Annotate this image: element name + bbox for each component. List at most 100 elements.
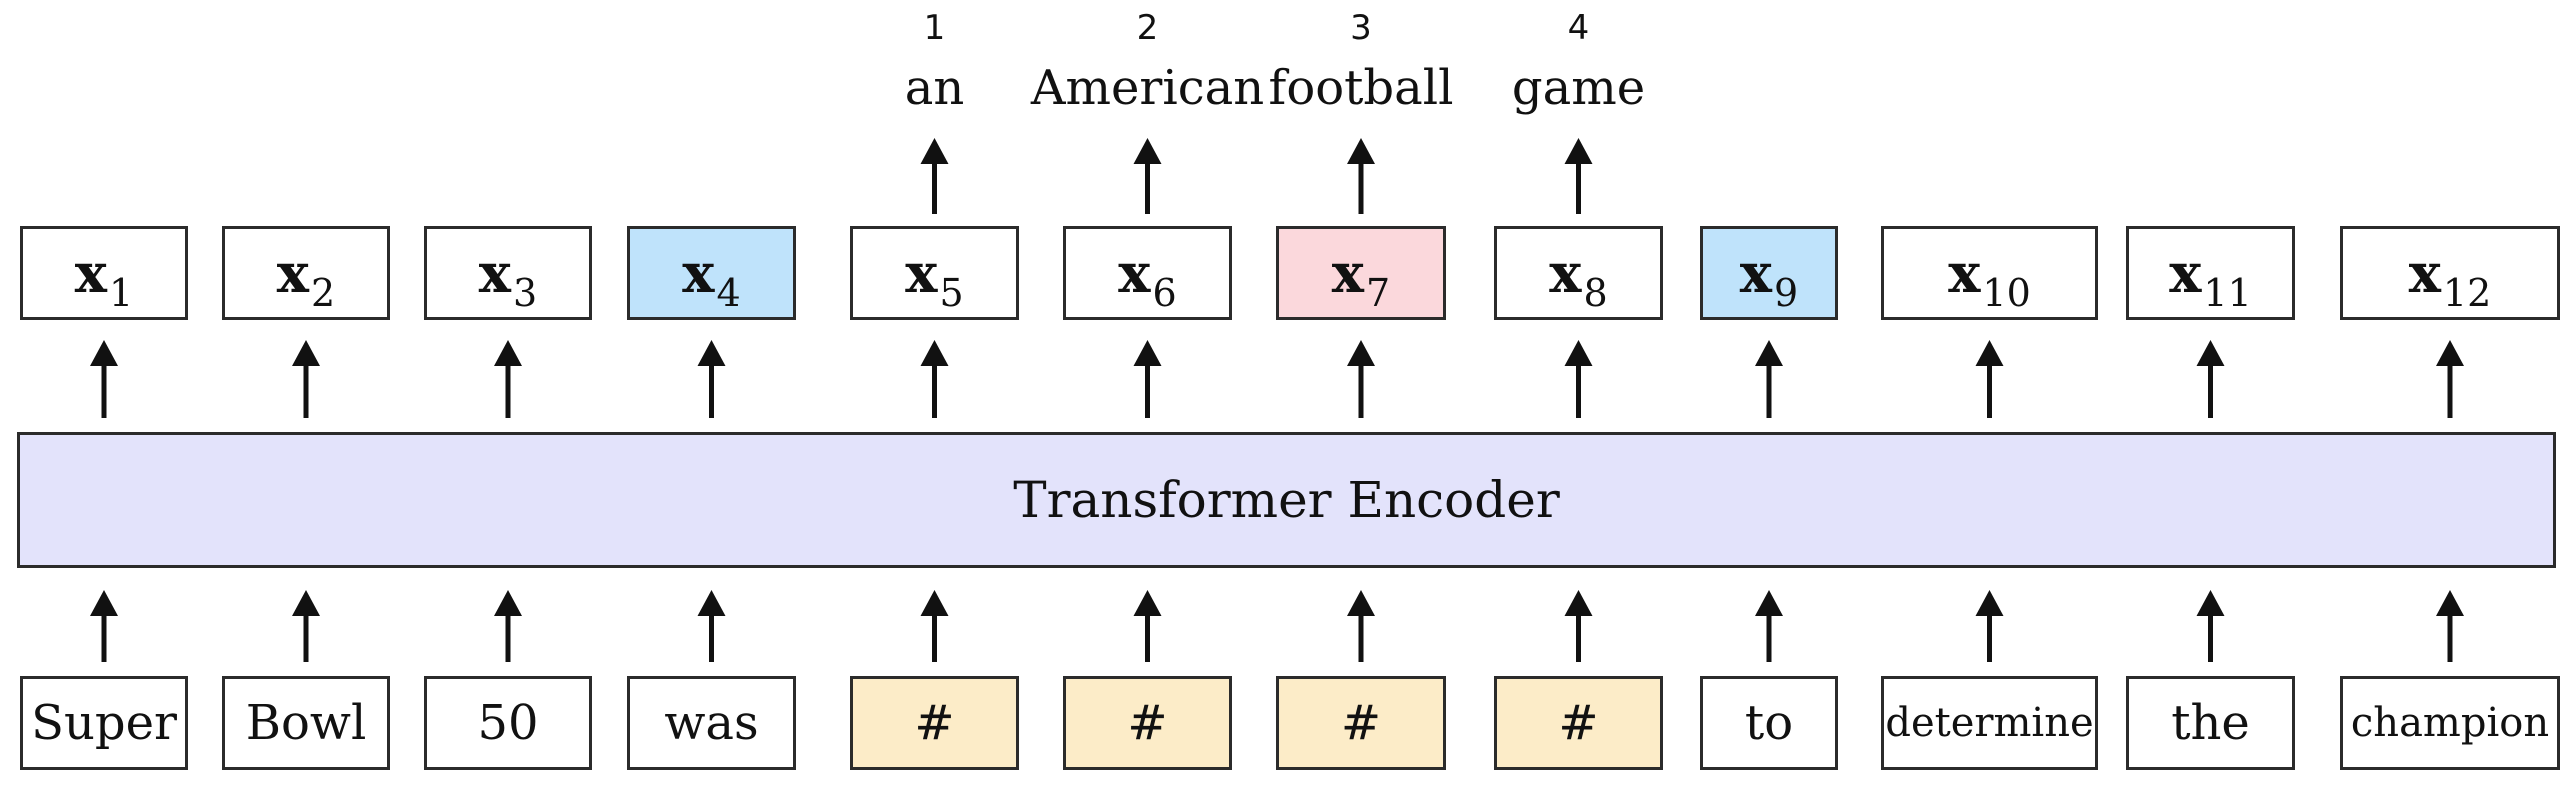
vector-box-x9: x9 (1700, 226, 1838, 320)
token-text: Super (31, 695, 177, 751)
token-box: # (1494, 676, 1663, 770)
vector-symbol: x (1948, 241, 1981, 305)
prediction-index: 2 (1136, 8, 1159, 48)
arrow-token-to-encoder (494, 590, 522, 662)
predicted-word: an (904, 60, 965, 116)
vector-subscript: 10 (1982, 271, 2031, 315)
token-box: was (627, 676, 796, 770)
token-box: # (1063, 676, 1232, 770)
token-text: champion (2350, 700, 2550, 746)
arrow-encoder-to-vector (697, 340, 726, 418)
vector-label: x9 (1740, 246, 1798, 312)
vector-label: x10 (1948, 246, 2031, 312)
token-box: to (1700, 676, 1838, 770)
vector-label: x2 (277, 246, 335, 312)
arrow-encoder-to-vector (494, 340, 522, 418)
arrow-token-to-encoder (90, 590, 118, 662)
vector-box-x1: x1 (20, 226, 188, 320)
vector-label: x3 (479, 246, 537, 312)
arrow-encoder-to-vector (920, 340, 949, 418)
arrow-token-to-encoder (1975, 590, 2004, 662)
token-text: # (1127, 695, 1168, 751)
vector-box-x11: x11 (2126, 226, 2295, 320)
vector-subscript: 7 (1366, 271, 1391, 315)
vector-symbol: x (74, 241, 107, 305)
vector-symbol: x (1331, 241, 1364, 305)
arrow-vector-to-prediction (1347, 138, 1375, 214)
arrow-vector-to-prediction (920, 138, 949, 214)
vector-symbol: x (276, 241, 309, 305)
vector-subscript: 9 (1774, 271, 1799, 315)
arrow-token-to-encoder (2196, 590, 2225, 662)
vector-subscript: 12 (2442, 271, 2492, 315)
predicted-word: football (1268, 60, 1454, 116)
arrow-encoder-to-vector (1133, 340, 1162, 418)
arrow-encoder-to-vector (292, 340, 320, 418)
vector-subscript: 8 (1583, 271, 1608, 315)
vector-label: x12 (2409, 246, 2492, 312)
token-text: the (2171, 695, 2250, 751)
vector-box-x4: x4 (627, 226, 796, 320)
vector-symbol: x (2169, 241, 2202, 305)
prediction-index: 4 (1567, 8, 1590, 48)
vector-label: x8 (1549, 246, 1607, 312)
vector-subscript: 6 (1152, 271, 1177, 315)
token-text: Bowl (245, 695, 367, 751)
vector-box-x2: x2 (222, 226, 390, 320)
vector-box-x7: x7 (1276, 226, 1446, 320)
vector-label: x1 (75, 246, 133, 312)
token-box: the (2126, 676, 2295, 770)
vector-label: x4 (682, 246, 740, 312)
token-box: 50 (424, 676, 592, 770)
vector-subscript: 2 (311, 271, 336, 315)
arrow-encoder-to-vector (1975, 340, 2004, 418)
arrow-encoder-to-vector (1564, 340, 1593, 418)
token-box: Super (20, 676, 188, 770)
vector-subscript: 11 (2203, 271, 2252, 315)
token-text: # (1558, 695, 1599, 751)
vector-symbol: x (478, 241, 511, 305)
arrow-token-to-encoder (1133, 590, 1162, 662)
arrow-encoder-to-vector (90, 340, 118, 418)
arrow-token-to-encoder (1347, 590, 1375, 662)
prediction-index: 1 (923, 8, 946, 48)
token-box: # (850, 676, 1019, 770)
vector-box-x3: x3 (424, 226, 592, 320)
arrow-encoder-to-vector (1755, 340, 1783, 418)
vector-label: x5 (905, 246, 963, 312)
vector-symbol: x (2408, 241, 2441, 305)
vector-symbol: x (905, 241, 938, 305)
token-text: # (1340, 695, 1382, 751)
arrow-token-to-encoder (697, 590, 726, 662)
arrow-vector-to-prediction (1133, 138, 1162, 214)
vector-subscript: 5 (939, 271, 964, 315)
vector-symbol: x (1118, 241, 1151, 305)
arrow-token-to-encoder (292, 590, 320, 662)
token-box: # (1276, 676, 1446, 770)
arrow-encoder-to-vector (2196, 340, 2225, 418)
arrow-token-to-encoder (920, 590, 949, 662)
token-text: to (1744, 695, 1794, 751)
token-text: was (664, 695, 759, 751)
arrow-token-to-encoder (1755, 590, 1783, 662)
arrow-vector-to-prediction (1564, 138, 1593, 214)
predicted-word: game (1511, 60, 1646, 116)
vector-box-x8: x8 (1494, 226, 1663, 320)
token-text: determine (1885, 700, 2094, 746)
token-box: champion (2340, 676, 2560, 770)
vector-subscript: 4 (716, 271, 741, 315)
vector-symbol: x (1549, 241, 1582, 305)
token-text: # (914, 695, 955, 751)
arrow-token-to-encoder (1564, 590, 1593, 662)
prediction-index: 3 (1350, 8, 1372, 48)
vector-box-x6: x6 (1063, 226, 1232, 320)
vector-box-x10: x10 (1881, 226, 2098, 320)
vector-subscript: 3 (513, 271, 538, 315)
arrow-token-to-encoder (2436, 590, 2464, 662)
token-box: determine (1881, 676, 2098, 770)
arrow-encoder-to-vector (1347, 340, 1375, 418)
token-box: Bowl (222, 676, 390, 770)
vector-symbol: x (1739, 241, 1772, 305)
vector-label: x6 (1118, 246, 1176, 312)
